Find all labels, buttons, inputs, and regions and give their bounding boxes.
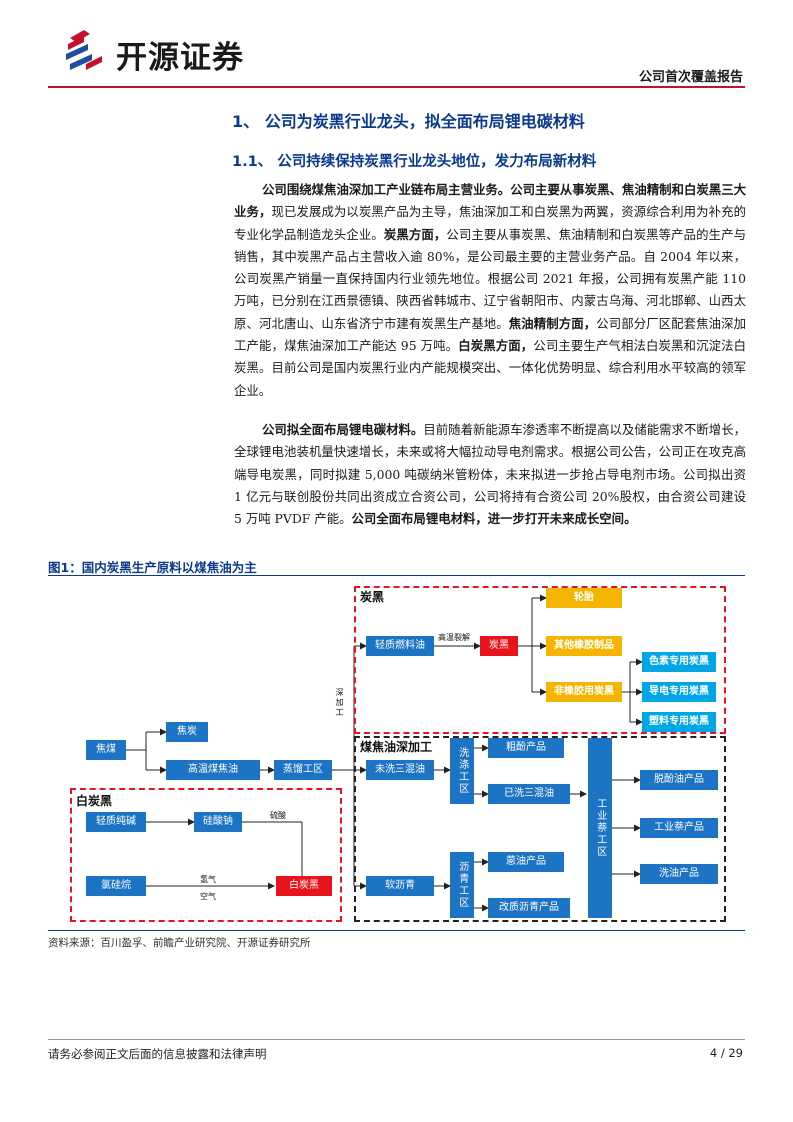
carbon-black-zone: [354, 586, 726, 734]
figure-bottom-rule: [48, 930, 745, 931]
node-coal: 焦煤: [86, 740, 126, 760]
brand-logo: 开源证券: [62, 26, 282, 76]
node-coke: 焦炭: [166, 722, 208, 742]
p1-run-2: 炭黑方面，: [383, 226, 447, 242]
node-non-rubber: 非橡胶用炭黑: [546, 682, 622, 702]
brand-name: 开源证券: [116, 40, 244, 76]
node-carbon-black: 炭黑: [480, 636, 518, 656]
coal-tar-zone-label: 煤焦油深加工: [360, 740, 433, 754]
page-number: 4 / 29: [709, 1046, 743, 1060]
carbon-black-zone-label: 炭黑: [360, 590, 385, 604]
node-unwashed: 未洗三混油: [366, 760, 434, 780]
node-soda: 轻质纯碱: [86, 812, 146, 832]
p2-run-0: 公司拟全面布局锂电碳材料。: [262, 422, 424, 437]
node-tire: 轮胎: [546, 588, 622, 608]
p2-run-2: 公司全面布局锂电材料，进一步打开未来成长空间。: [351, 511, 637, 527]
node-silicate: 硅酸钠: [194, 812, 242, 832]
paragraph-2: 公司拟全面布局锂电碳材料。目前随着新能源车渗透率不断提高以及储能需求不断增长，全…: [234, 419, 746, 530]
label-deep-process: 深加工: [335, 688, 344, 718]
figure-top-rule: [48, 575, 745, 576]
p1-run-4: 焦油精制方面，: [508, 315, 597, 331]
node-washed: 已洗三混油: [488, 784, 570, 804]
p1-run-3: 公司主要从事炭黑、焦油精制和白炭黑等产品的生产与销售，其中炭黑产品占主营收入逾 …: [234, 226, 747, 331]
brand-mark-icon: [66, 30, 102, 70]
node-other-rubber: 其他橡胶制品: [546, 636, 622, 656]
report-type: 公司首次覆盖报告: [638, 70, 743, 85]
coal-tar-zone: [354, 736, 726, 922]
section-heading: 1、 公司为炭黑行业龙头，拟全面布局锂电碳材料: [232, 112, 585, 131]
p1-run-6: 白炭黑方面，: [458, 338, 534, 354]
process-flow-diagram: 炭黑 煤焦油深加工 白炭黑 焦煤 焦炭 高温煤焦油 蒸馏工区 轻质燃料油 炭黑 …: [48, 578, 745, 928]
node-wash-oil: 洗油产品: [640, 864, 718, 884]
white-carbon-zone-label: 白炭黑: [76, 794, 113, 808]
figure-source: 资料来源：百川盈孚、前瞻产业研究院、开源证券研究所: [48, 937, 311, 949]
p1-run-7: 公司主要生产气相法白炭黑和沉淀法白炭黑。目前公司是国内炭黑行业内产能规模突出、一…: [234, 338, 747, 398]
label-air: 空气: [200, 892, 216, 901]
label-pyrolysis: 高温裂解: [438, 633, 470, 642]
node-pitch-zone: 沥青工区: [450, 852, 474, 918]
paragraph-1: 公司围绕煤焦油深加工产业链布局主营业务。公司主要从事炭黑、焦油精制和白炭黑三大业…: [234, 179, 746, 402]
node-conductive-cb: 导电专用炭黑: [642, 682, 716, 702]
node-plastic-cb: 塑料专用炭黑: [642, 712, 716, 732]
node-color-cb: 色素专用炭黑: [642, 652, 716, 672]
p1-run-0: 公司围绕煤焦油深加工产业链布局主营业务。公司主要从事炭黑、焦油精制和白炭黑三大业…: [234, 182, 746, 220]
node-tar: 高温煤焦油: [166, 760, 260, 780]
footer-disclaimer: 请务必参阅正文后面的信息披露和法律声明: [48, 1047, 267, 1061]
node-chlorosilane: 氯硅烷: [86, 876, 146, 896]
p1-run-1: 现已发展成为以炭黑产品为主导，焦油深加工和白炭黑为两翼，资源综合利用为补充的专业…: [234, 204, 747, 242]
node-distill: 蒸馏工区: [274, 760, 332, 780]
subsection-heading: 1.1、 公司持续保持炭黑行业龙头地位，发力布局新材料: [232, 154, 597, 170]
label-hydrogen: 氢气: [200, 875, 216, 884]
node-industrial-naph-zone: 工业萘工区: [588, 738, 612, 918]
node-white-cb: 白炭黑: [276, 876, 332, 896]
figure-title: 图1：国内炭黑生产原料以煤焦油为主: [48, 560, 257, 575]
white-carbon-zone: [70, 788, 342, 922]
node-ind-naph: 工业萘产品: [640, 818, 718, 838]
header-rule: [48, 86, 745, 88]
node-wash-zone: 洗涤工区: [450, 738, 474, 804]
node-dephenol: 脱酚油产品: [640, 770, 718, 790]
p1-run-5: 公司部分厂区配套焦油深加工产能，煤焦油深加工产能达 95 万吨。: [234, 315, 747, 354]
label-sulfuric: 硫酸: [270, 811, 286, 820]
node-soft-pitch: 软沥青: [366, 876, 434, 896]
footer-rule: [48, 1039, 745, 1040]
p2-run-1: 目前随着新能源车渗透率不断提高以及储能需求不断增长，全球锂电池装机量快速增长，未…: [234, 422, 747, 527]
node-crude-phenol: 粗酚产品: [488, 738, 564, 758]
node-light-oil: 轻质燃料油: [366, 636, 434, 656]
node-naphthalene: 蒽油产品: [488, 852, 564, 872]
node-modified-pitch: 改质沥青产品: [488, 898, 570, 918]
